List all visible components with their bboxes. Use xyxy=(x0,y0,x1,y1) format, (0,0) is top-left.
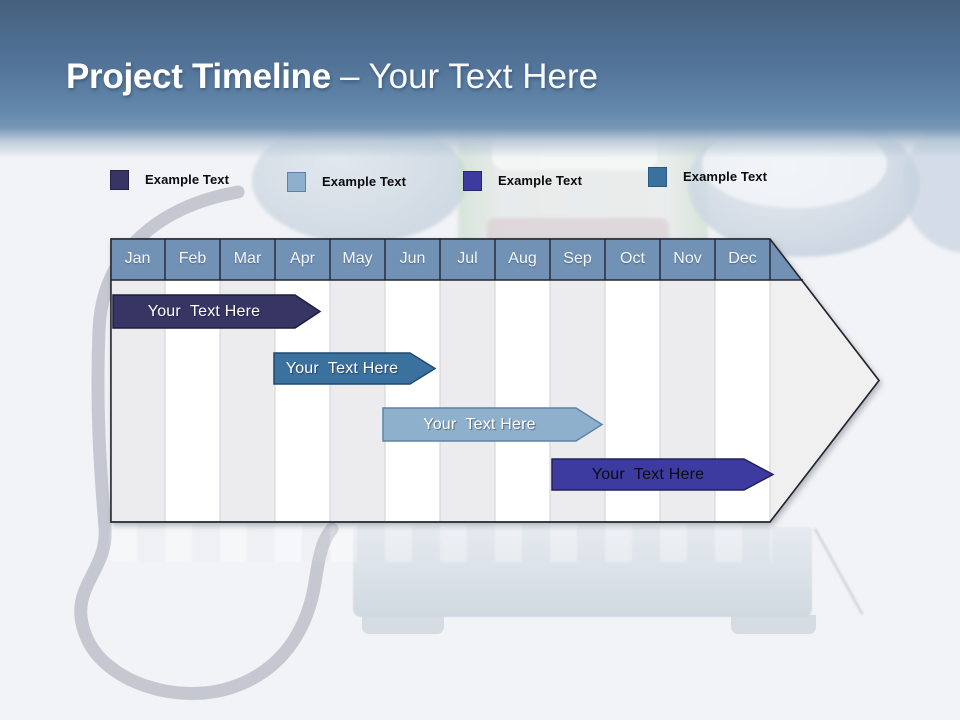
gantt-bar-1[interactable] xyxy=(112,294,322,329)
legend-label-1: Example Text xyxy=(145,172,230,187)
month-cell-may[interactable]: May xyxy=(342,250,373,267)
legend-item-4[interactable]: Example Text xyxy=(648,166,767,187)
slide-title[interactable]: Project Timeline– Your Text Here xyxy=(66,56,598,98)
legend-item-3[interactable]: Example Text xyxy=(463,170,582,191)
legend-item-2[interactable]: Example Text xyxy=(287,171,406,192)
gantt-bar-1-label[interactable]: Your Text Here xyxy=(147,303,261,320)
title-band: Project Timeline– Your Text Here xyxy=(0,0,960,158)
timeline-arrow-outline xyxy=(110,238,880,523)
month-cell-mar[interactable]: Mar xyxy=(233,250,262,267)
background-keyboard-foot-right xyxy=(731,615,816,634)
month-cell-apr[interactable]: Apr xyxy=(290,250,315,267)
month-header-gridlines xyxy=(164,239,771,280)
timeline-chart: Jan Feb Mar Apr May Jun Jul Aug Sep Oct … xyxy=(110,238,885,526)
legend-label-2: Example Text xyxy=(322,174,407,189)
slide-title-light: – Your Text Here xyxy=(339,57,599,96)
gantt-bar-2-label[interactable]: Your Text Here xyxy=(285,360,399,377)
month-cell-nov[interactable]: Nov xyxy=(673,250,702,267)
legend-item-1[interactable]: Example Text xyxy=(110,169,229,190)
timeline-arrow-svg xyxy=(110,238,880,523)
month-cell-jun[interactable]: Jun xyxy=(399,250,426,267)
gantt-bar-2[interactable] xyxy=(273,352,437,385)
legend-swatch-1[interactable] xyxy=(110,169,129,190)
legend-label-3: Example Text xyxy=(498,173,583,188)
timeline-month-header xyxy=(111,239,802,280)
month-cell-sep[interactable]: Sep xyxy=(563,250,592,267)
month-cell-aug[interactable]: Aug xyxy=(508,250,537,267)
gantt-bar-4[interactable] xyxy=(551,458,775,491)
cable-path xyxy=(74,185,339,700)
month-cell-jul[interactable]: Jul xyxy=(457,250,478,267)
legend-swatch-4[interactable] xyxy=(648,166,667,187)
gantt-bar-3-label[interactable]: Your Text Here xyxy=(423,416,536,433)
month-header-row: Jan Feb Mar Apr May Jun Jul Aug Sep Oct … xyxy=(110,238,770,280)
table-reflection xyxy=(110,524,772,562)
legend-swatch-3[interactable] xyxy=(463,170,482,191)
gantt-bar-4-label[interactable]: Your Text Here xyxy=(591,466,705,483)
legend-swatch-2[interactable] xyxy=(287,171,306,192)
month-cell-jan[interactable]: Jan xyxy=(124,250,151,267)
month-cell-feb[interactable]: Feb xyxy=(178,250,207,267)
gantt-bar-3[interactable] xyxy=(382,407,604,442)
month-columns xyxy=(111,280,771,521)
background-keyboard-base xyxy=(353,527,812,617)
month-cell-dec[interactable]: Dec xyxy=(728,250,757,267)
month-cell-oct[interactable]: Oct xyxy=(620,250,645,267)
background-keyboard-foot-left xyxy=(362,615,444,634)
slide-title-bold: Project Timeline xyxy=(66,57,331,96)
legend-label-4: Example Text xyxy=(683,169,768,184)
